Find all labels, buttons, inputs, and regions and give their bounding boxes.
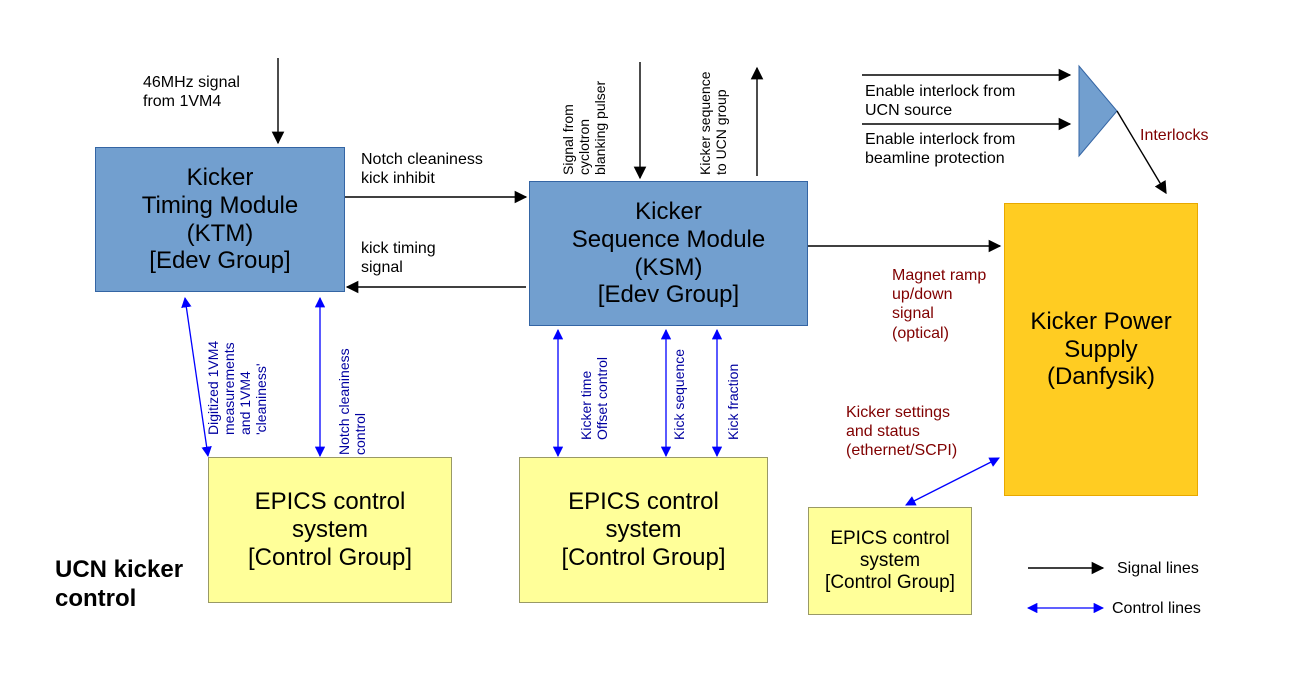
legend-signal-label: Signal lines xyxy=(1117,560,1199,577)
label-interlocks: Interlocks xyxy=(1140,127,1209,144)
label-interlock-ucn: Enable interlock from UCN source xyxy=(865,83,1016,120)
legend-control-label: Control lines xyxy=(1112,600,1201,617)
control-digitized xyxy=(181,296,212,458)
vlabel-notch-control: Notch cleaniness control xyxy=(336,348,369,455)
epics-box-2: EPICS control system [Control Group] xyxy=(519,457,768,603)
epics-box-1: EPICS control system [Control Group] xyxy=(208,457,452,603)
vlabel-kick-sequence: Kick sequence xyxy=(671,348,687,440)
ktm-box: Kicker Timing Module (KTM) [Edev Group] xyxy=(95,147,345,292)
label-magnet-ramp: Magnet ramp up/down signal (optical) xyxy=(892,267,987,342)
interlock-and-gate xyxy=(1078,64,1118,158)
epics-box-3: EPICS control system [Control Group] xyxy=(808,507,972,615)
vlabel-cyclotron-pulser: Signal from cyclotron blanking pulser xyxy=(560,80,609,175)
label-kick-timing: kick timing signal xyxy=(361,240,436,277)
arrow-interlocks-to-kps xyxy=(1116,110,1167,195)
kicker-power-supply-box: Kicker Power Supply (Danfysik) xyxy=(1004,203,1198,496)
diagram-title: UCN kicker control xyxy=(55,556,184,612)
vlabel-kicker-sequence-ucn: Kicker sequence to UCN group xyxy=(697,71,730,175)
vlabel-time-offset: Kicker time Offset control xyxy=(578,356,611,440)
control-kicker-settings xyxy=(905,457,1000,506)
label-kicker-settings: Kicker settings and status (ethernet/SCP… xyxy=(846,404,958,460)
label-notch-inhibit: Notch cleaniness kick inhibit xyxy=(361,151,483,188)
label-interlock-beamline: Enable interlock from beamline protectio… xyxy=(865,131,1016,168)
ksm-box: Kicker Sequence Module (KSM) [Edev Group… xyxy=(529,181,808,326)
label-46mhz-signal: 46MHz signal from 1VM4 xyxy=(143,74,240,111)
vlabel-kick-fraction: Kick fraction xyxy=(725,363,741,440)
vlabel-digitized: Digitized 1VM4 measurements and 1VM4 'cl… xyxy=(205,340,270,435)
